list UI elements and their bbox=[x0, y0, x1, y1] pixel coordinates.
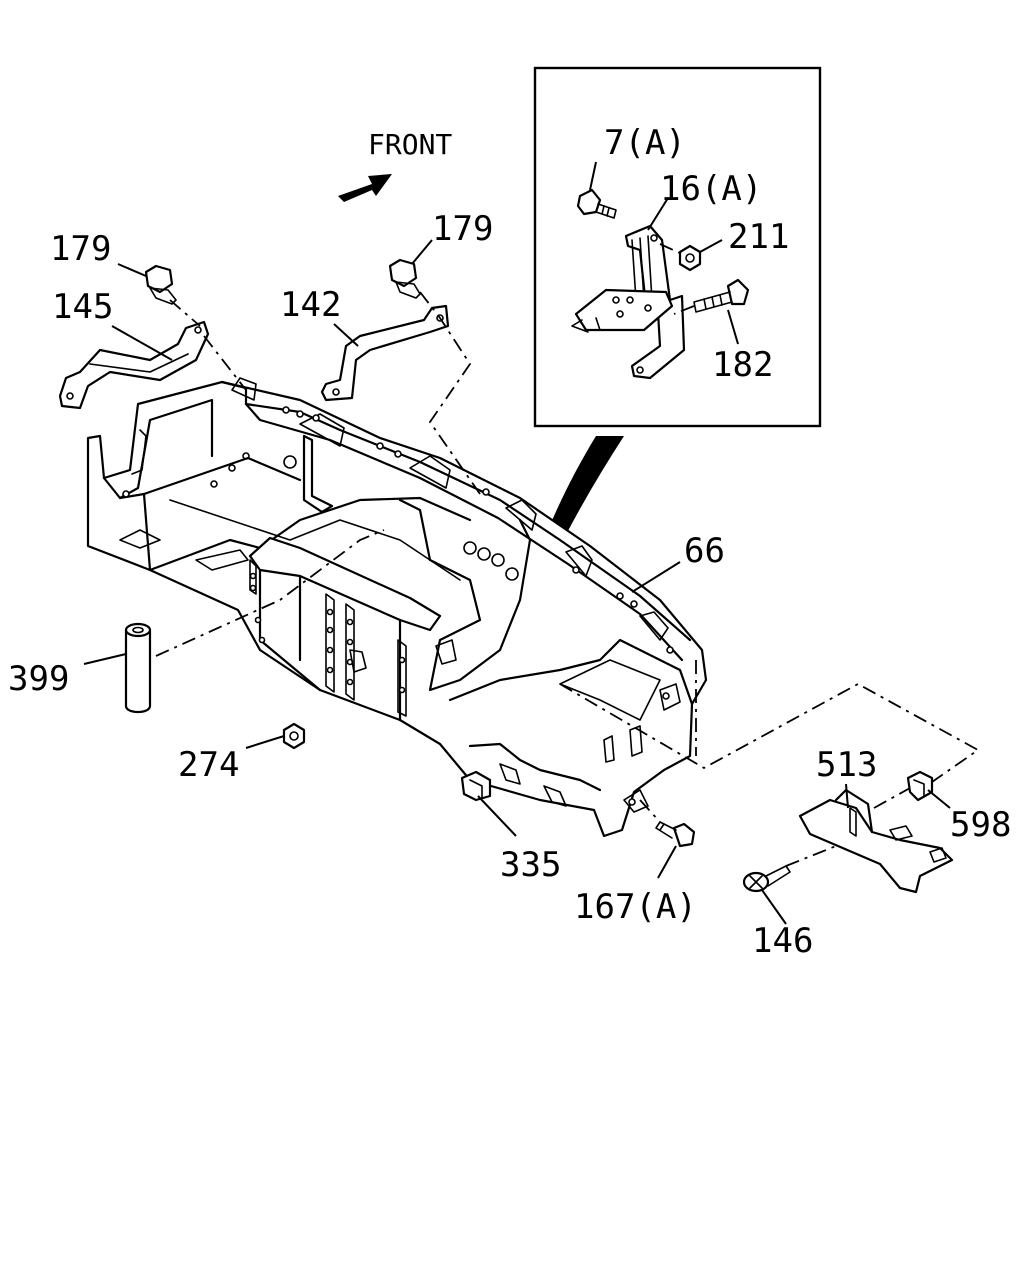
assembly-lines bbox=[155, 291, 980, 867]
dashboard-frame-66 bbox=[86, 380, 708, 838]
clip-335-icon bbox=[460, 770, 492, 802]
bracket-513-icon bbox=[798, 788, 954, 894]
callout-335: 335 bbox=[500, 845, 561, 885]
callout-16a: 16(A) bbox=[660, 169, 762, 209]
inset-frame bbox=[533, 66, 822, 428]
callout-274: 274 bbox=[178, 745, 239, 785]
bolt-182-icon bbox=[693, 278, 750, 313]
front-label: FRONT bbox=[368, 128, 452, 161]
callout-66: 66 bbox=[684, 531, 725, 571]
callout-179-left: 179 bbox=[50, 229, 111, 269]
callout-211: 211 bbox=[728, 217, 789, 257]
clip-598-icon bbox=[906, 770, 934, 802]
callout-598: 598 bbox=[950, 805, 1011, 845]
callout-7a: 7(A) bbox=[604, 123, 686, 163]
pipe-399-icon bbox=[124, 622, 152, 714]
nut-274-icon bbox=[282, 722, 306, 750]
front-arrow-icon bbox=[338, 174, 392, 202]
callout-167a: 167(A) bbox=[574, 887, 697, 927]
bolt-179-right-icon bbox=[388, 258, 421, 299]
bolt-179-left-icon bbox=[144, 264, 177, 305]
bolt-7a-icon bbox=[576, 188, 617, 219]
mounting-plate-icon bbox=[571, 288, 674, 333]
front-indicator: FRONT bbox=[338, 128, 452, 202]
callout-399: 399 bbox=[8, 659, 69, 699]
screw-146-icon bbox=[742, 865, 791, 893]
callout-145: 145 bbox=[52, 287, 113, 327]
leader-lines bbox=[83, 239, 951, 925]
nut-211-icon bbox=[678, 244, 702, 272]
callout-182: 182 bbox=[712, 345, 773, 385]
callout-179-right: 179 bbox=[432, 209, 493, 249]
bolt-167a-icon bbox=[655, 821, 696, 848]
detail-inset: 7(A) 16(A) 211 182 bbox=[504, 66, 822, 676]
callout-146: 146 bbox=[752, 921, 813, 961]
brace-145-icon bbox=[58, 320, 257, 410]
callout-513: 513 bbox=[816, 745, 877, 785]
callout-142: 142 bbox=[280, 285, 341, 325]
